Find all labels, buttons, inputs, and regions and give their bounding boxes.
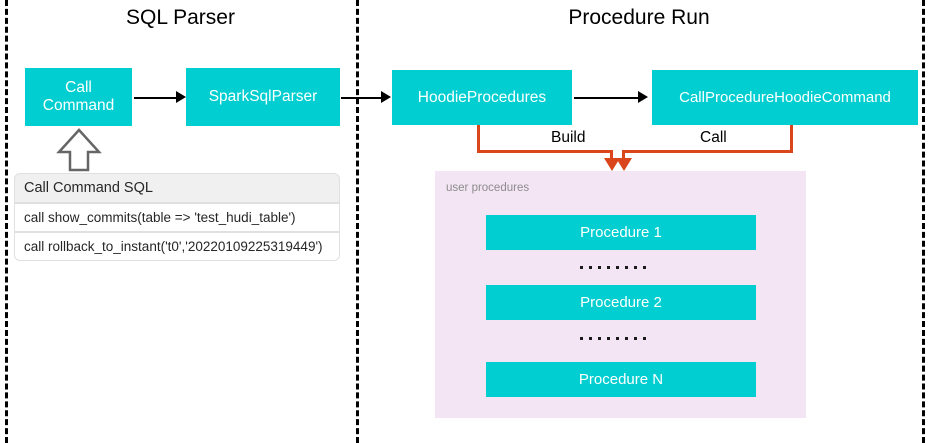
arrow-call-command-to-spark-head [176, 91, 186, 103]
node-call-command[interactable]: Call Command [25, 68, 132, 126]
edge-label-call: Call [695, 129, 732, 147]
call-edge-arrow-head [616, 158, 632, 171]
call-edge-vertical-right [790, 125, 793, 153]
block-arrow-up-icon [56, 128, 102, 177]
procedures-ellipsis [580, 266, 646, 269]
build-edge-horizontal [477, 150, 613, 153]
build-edge-vertical-drop [610, 150, 613, 161]
node-spark-sql-parser[interactable]: SparkSqlParser [186, 68, 340, 126]
node-call-command-line2: Command [42, 97, 115, 114]
node-call-procedure-hoodie-command[interactable]: CallProcedureHoodieCommand [652, 70, 918, 125]
call-command-sql-table: Call Command SQL call show_commits(table… [14, 173, 340, 261]
arrow-hoodie-to-callprocedure-line [574, 97, 640, 99]
node-call-command-line1: Call [65, 79, 92, 97]
user-procedures-label: user procedures [446, 182, 530, 194]
procedure-item[interactable]: Procedure N [486, 362, 756, 397]
node-hoodie-procedures[interactable]: HoodieProcedures [392, 70, 572, 125]
edge-label-build: Build [546, 129, 591, 147]
arrow-spark-to-hoodie-head [381, 91, 391, 103]
build-edge-vertical-left [477, 125, 480, 153]
sql-table-row: call rollback_to_instant('t0','202201092… [14, 232, 340, 261]
call-edge-vertical-drop [622, 150, 625, 161]
section-divider-left [5, 0, 8, 443]
procedure-item[interactable]: Procedure 1 [486, 215, 756, 250]
procedure-item[interactable]: Procedure 2 [486, 285, 756, 320]
arrow-spark-to-hoodie-line [341, 97, 383, 99]
sql-table-header: Call Command SQL [14, 173, 340, 203]
section-title-procedure-run: Procedure Run [568, 6, 710, 29]
section-title-sql-parser: SQL Parser [126, 6, 235, 29]
sql-table-row: call show_commits(table => 'test_hudi_ta… [14, 203, 340, 232]
call-edge-horizontal [622, 150, 793, 153]
arrow-call-command-to-spark-line [134, 97, 178, 99]
arrow-hoodie-to-callprocedure-head [638, 91, 648, 103]
procedures-ellipsis [580, 337, 646, 340]
section-divider-right [922, 0, 925, 443]
section-divider-middle [356, 0, 359, 443]
